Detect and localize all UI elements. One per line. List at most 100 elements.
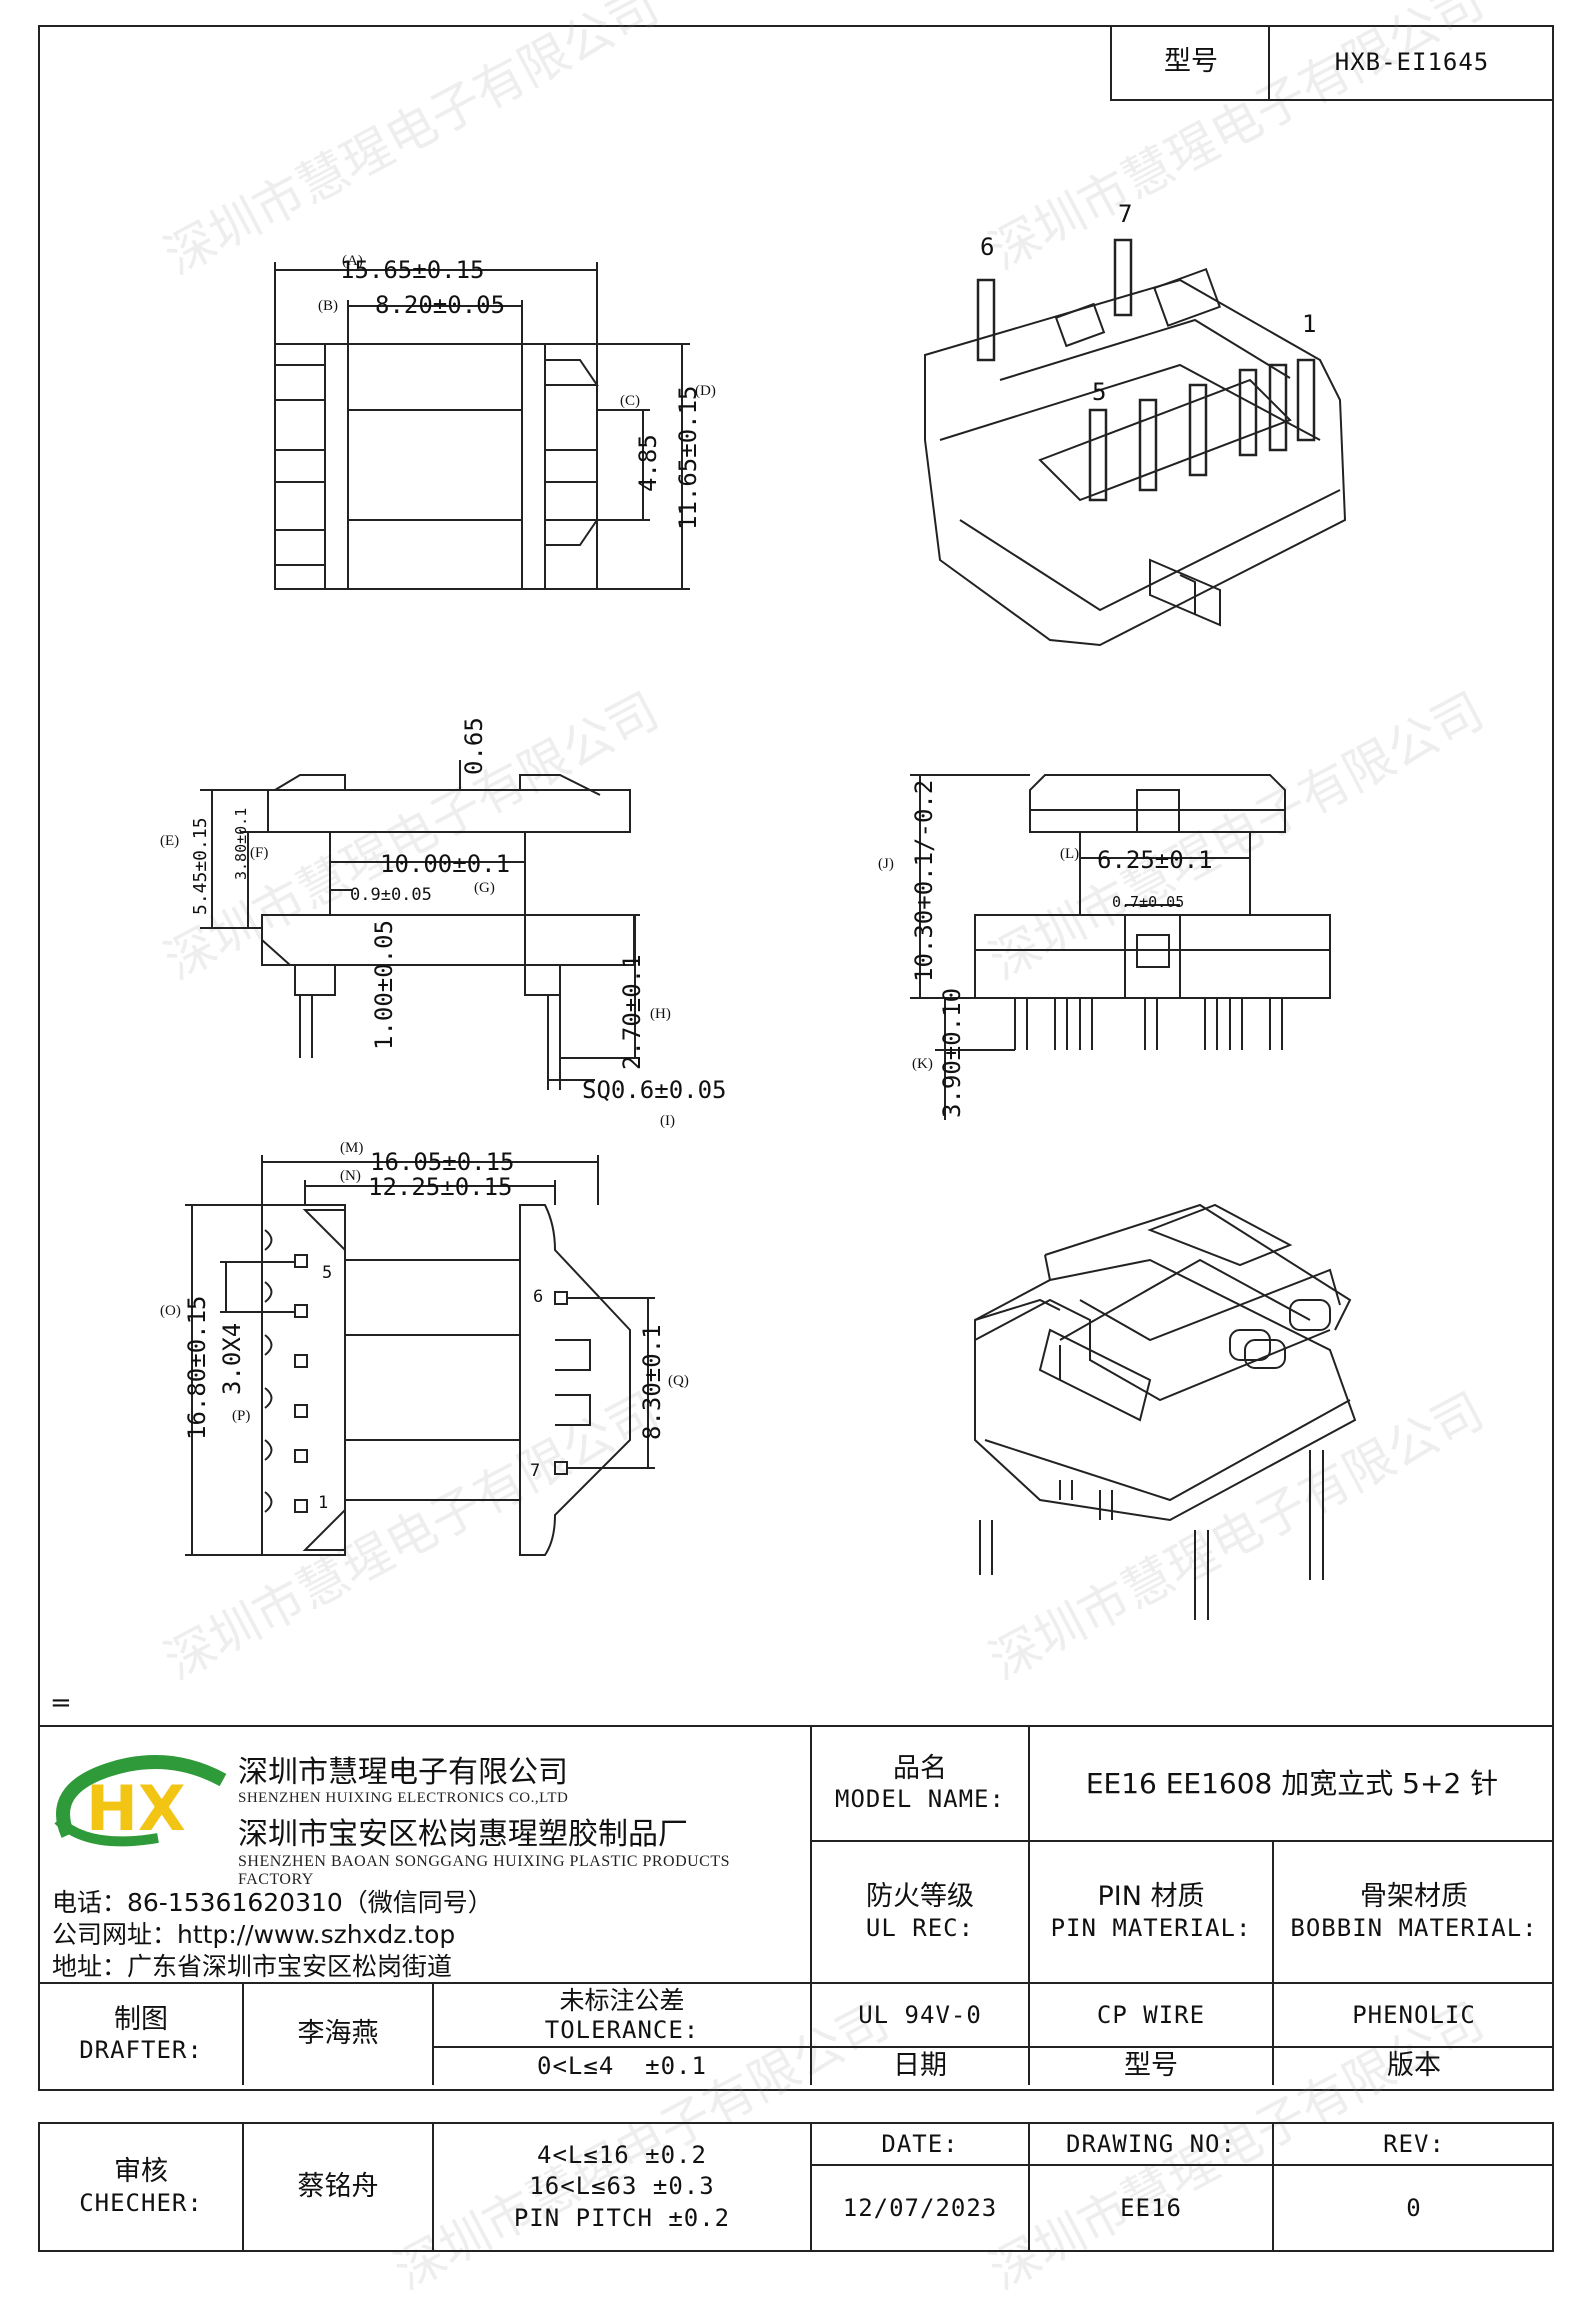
dim-j-value: 10.30+0.1/-0.2 (910, 780, 938, 982)
title-block-divider (242, 2122, 244, 2252)
rev-label-cn: 版本 (1387, 2050, 1441, 2082)
checker-name-cell: 蔡铭舟 (244, 2124, 432, 2250)
dim-gw-value: 0.9±0.05 (350, 885, 432, 905)
top-view-outline (274, 343, 598, 590)
drafter-label-cn: 制图 (114, 2003, 168, 2035)
company-address: 地址：广东省深圳市宝安区松岗街道 (52, 1952, 453, 1981)
dim-g-tag: (G) (474, 880, 495, 896)
checker-label-cn: 审核 (114, 2156, 168, 2188)
title-block-rule (38, 1982, 1554, 1984)
title-block-divider (1272, 1840, 1274, 2085)
dim-l-value: 6.25±0.1 (1097, 846, 1213, 874)
date-label-en-cell: DATE: (812, 2124, 1028, 2164)
company-logo: HX (54, 1755, 227, 1847)
dim-n-value: 12.25±0.15 (368, 1173, 513, 1201)
isometric-bottom-view (974, 1203, 1357, 1620)
pin-material-value-cell: CP WIRE (1030, 1984, 1272, 2046)
dim-n-tag: (N) (340, 1168, 361, 1184)
product-label-cell: 品名 MODEL NAME: (812, 1727, 1028, 1840)
logo-text: HX (86, 1772, 186, 1845)
title-block-divider (432, 2122, 434, 2252)
company-website: 公司网址：http://www.szhxdz.top (52, 1920, 456, 1949)
tolerance-rows-cell: 4<L≤16 ±0.2 16<L≤63 ±0.3 PIN PITCH ±0.2 (434, 2124, 810, 2250)
dim-j-tag: (J) (878, 856, 894, 872)
header-model-value: HXB-EI1645 (1334, 47, 1490, 76)
dim-e-tag: (E) (160, 833, 179, 849)
dim-m-value: 16.05±0.15 (370, 1148, 515, 1176)
date-label-cn-cell: 日期 (812, 2048, 1028, 2085)
dim-k-value: 3.90±0.10 (938, 988, 966, 1118)
pin-material-label-cn: PIN 材质 (1097, 1881, 1205, 1913)
product-value-cell: EE16 EE1608 加宽立式 5+2 针 (1030, 1727, 1554, 1840)
factory-name-cn: 深圳市宝安区松岗惠瑆塑胶制品厂 (238, 1817, 688, 1852)
bottom-pin-label: 7 (530, 1461, 540, 1481)
pin-material-label-cell: PIN 材质 PIN MATERIAL: (1030, 1842, 1272, 1982)
dim-h-tag: (H) (650, 1006, 671, 1022)
date-value: 12/07/2023 (842, 2193, 998, 2222)
tolerance-row-1-cell: 0<L≤4 ±0.1 (434, 2048, 810, 2085)
dim-o-tag: (O) (160, 1303, 181, 1319)
dim-p-tag: (P) (232, 1408, 250, 1424)
tolerance-row-4: PIN PITCH ±0.2 (513, 2203, 731, 2232)
dim-a-tag: (A) (342, 253, 363, 269)
drafter-label-cell: 制图 DRAFTER: (40, 1984, 242, 2085)
model-label-cn: 型号 (1124, 2050, 1178, 2082)
dim-c-tag: (C) (620, 393, 640, 409)
checker-name: 蔡铭舟 (297, 2170, 379, 2202)
drawing-no-value-cell: EE16 (1030, 2166, 1272, 2250)
fire-rating-label-cn: 防火等级 (866, 1881, 974, 1913)
dim-a-value: 15.65±0.15 (340, 256, 485, 284)
title-block-divider (810, 2122, 812, 2252)
drafter-name: 李海燕 (297, 2018, 379, 2050)
tolerance-label-cn: 未标注公差 (559, 1985, 685, 2015)
dim-c-value: 4.85 (634, 434, 662, 492)
bobbin-material-value: PHENOLIC (1352, 2000, 1476, 2029)
dim-e-value: 5.45±0.15 (190, 817, 211, 915)
product-value: EE16 EE1608 加宽立式 5+2 针 (1085, 1766, 1499, 1800)
iso-pin-label: 6 (980, 233, 994, 261)
iso-pin-label: 7 (1118, 200, 1132, 228)
company-block: HX 深圳市慧瑆电子有限公司 SHENZHEN HUIXING ELECTRON… (40, 1725, 810, 1985)
title-block-divider (242, 1982, 244, 2085)
tolerance-label-cell: 未标注公差 TOLERANCE: (434, 1984, 810, 2046)
company-phone: 电话：86-15361620310（微信同号） (52, 1888, 493, 1917)
header-model-label: 型号 (1164, 45, 1218, 77)
stray-mark: = (50, 1688, 72, 1718)
side-view: 10.30+0.1/-0.2 6.25±0.1 0.7±0.05 3.90±0.… (878, 774, 1331, 1120)
iso-pin-label: 1 (1302, 310, 1316, 338)
header-model-label-cell: 型号 (1110, 25, 1270, 101)
bobbin-material-label-en: BOBBIN MATERIAL: (1290, 1913, 1538, 1942)
model-label-cn-cell: 型号 (1030, 2048, 1272, 2085)
dim-lw-value: 0.7±0.05 (1112, 893, 1184, 911)
bobbin-material-label-cell: 骨架材质 BOBBIN MATERIAL: (1274, 1842, 1554, 1982)
pin-material-label-en: PIN MATERIAL: (1050, 1913, 1252, 1942)
bobbin-material-label-cn: 骨架材质 (1360, 1881, 1468, 1913)
dim-i-tag: (I) (660, 1113, 675, 1129)
dim-b-value: 8.20±0.05 (375, 291, 505, 319)
product-label-cn: 品名 (893, 1752, 947, 1784)
dim-top-value: 0.65 (460, 717, 488, 775)
dim-p-value: 3.0X4 (218, 1323, 246, 1395)
date-label-en: DATE: (881, 2129, 959, 2158)
dim-m-tag: (M) (340, 1140, 363, 1156)
drawing-no-label: DRAWING NO: (1066, 2129, 1236, 2158)
date-label-cn: 日期 (893, 2050, 947, 2082)
drawing-no-label-cell: DRAWING NO: (1030, 2124, 1272, 2164)
dim-d-value: 11.65±0.15 (674, 386, 702, 531)
dim-i-value: SQ0.6±0.05 (582, 1076, 727, 1104)
bottom-pin-label: 1 (318, 1493, 328, 1513)
isometric-top-view: 6 7 1 5 (924, 200, 1347, 647)
header-model-value-cell: HXB-EI1645 (1268, 25, 1554, 101)
tolerance-label-en: TOLERANCE: (544, 2015, 700, 2044)
fire-rating-value: UL 94V-0 (858, 2000, 982, 2029)
factory-name-en: SHENZHEN BAOAN SONGGANG HUIXING PLASTIC … (238, 1853, 731, 1888)
date-value-cell: 12/07/2023 (812, 2166, 1028, 2250)
dim-f-value: 3.80±0.1 (232, 808, 250, 880)
dim-l-tag: (L) (1060, 846, 1079, 862)
dim-base-value: 1.00±0.05 (370, 920, 398, 1050)
fire-rating-label-cell: 防火等级 UL REC: (812, 1842, 1028, 1982)
title-block-rule (432, 2046, 1554, 2048)
title-block-rule (810, 1840, 1554, 1842)
dim-q-tag: (Q) (668, 1373, 689, 1389)
